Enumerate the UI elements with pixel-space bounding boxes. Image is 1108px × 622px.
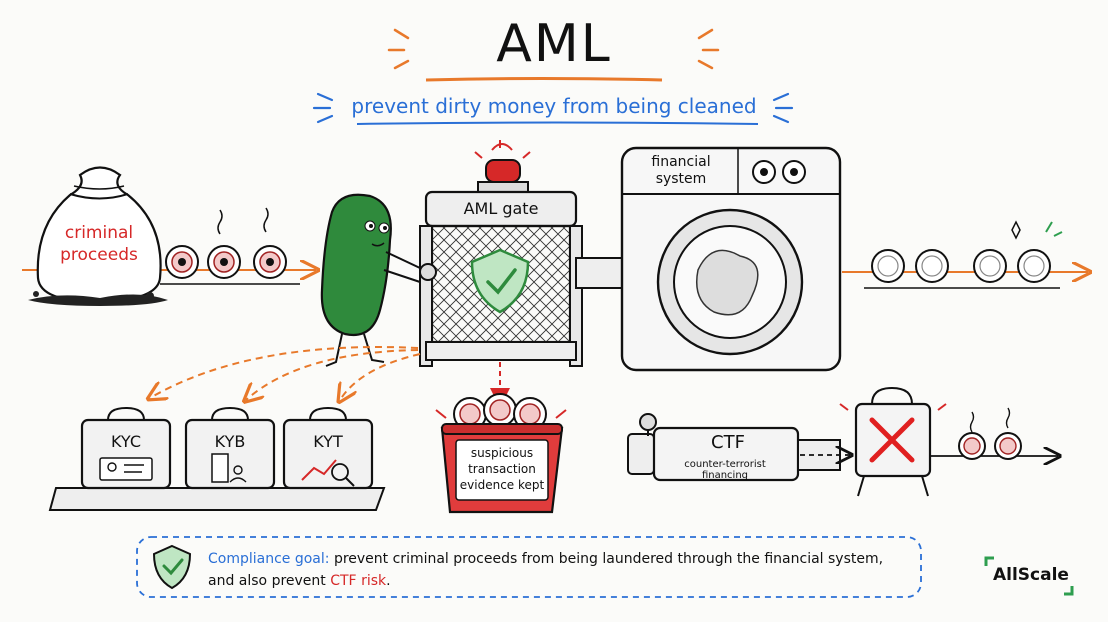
compliance-goal-text: Compliance goal: prevent criminal procee… — [208, 548, 928, 592]
shield-check-icon — [152, 544, 192, 590]
dirty-coins-left — [165, 207, 287, 279]
title-underline — [425, 77, 663, 82]
criminal-proceeds-bag — [28, 166, 168, 306]
goal-line2-prefix: and also prevent — [208, 573, 326, 589]
check-bags — [48, 406, 386, 511]
goal-line2-suffix: . — [386, 573, 391, 589]
goal-label: Compliance goal: — [208, 551, 330, 567]
kyt-label: KYT — [313, 432, 343, 451]
goal-line1-text: prevent criminal proceeds from being lau… — [333, 551, 884, 567]
ctf-title: CTF — [711, 432, 745, 453]
brand-name: AllScale — [993, 565, 1069, 585]
criminal-proceeds-label: criminal proceeds — [40, 222, 158, 266]
financial-system-machine — [620, 146, 842, 372]
basket-label-line2: transaction — [468, 462, 536, 476]
goal-line1: Compliance goal: prevent criminal procee… — [208, 548, 928, 570]
green-character — [320, 193, 421, 367]
subtitle-underline — [356, 121, 759, 125]
goal-line2: and also prevent CTF risk. — [208, 570, 928, 592]
basket-label-line3: evidence kept — [459, 478, 545, 492]
blocked-bag — [839, 386, 947, 497]
kyc-label: KYC — [111, 432, 141, 451]
ctf-subtitle: counter-terrorist financing — [684, 459, 766, 481]
clean-coins-right — [871, 220, 1063, 283]
bag-label-line2: proceeds — [60, 245, 138, 265]
financial-system-line2: system — [655, 171, 707, 187]
evidence-basket — [435, 393, 567, 514]
page-subtitle: prevent dirty money from being cleaned — [351, 94, 757, 118]
ctf-risk-highlight: CTF risk — [330, 573, 387, 589]
financial-system-line1: financial — [651, 154, 711, 170]
aml-gate-label: AML gate — [463, 199, 539, 218]
ctf-pipe — [627, 413, 850, 482]
subtitle-dashes — [312, 92, 794, 124]
financial-system-label: financial system — [636, 154, 726, 188]
blocked-coins — [930, 407, 1058, 459]
basket-label-line1: suspicious — [470, 446, 534, 460]
evidence-basket-label: suspicious transaction evidence kept — [450, 445, 554, 493]
check-arrows — [150, 346, 421, 400]
kyb-label: KYB — [214, 432, 246, 451]
goal-box — [136, 536, 922, 598]
page-title: AML — [496, 14, 612, 74]
brand-logo-icon — [984, 556, 1074, 596]
title-sparks — [387, 28, 720, 70]
aml-gate — [419, 140, 623, 367]
bag-label-line1: criminal — [64, 223, 134, 243]
